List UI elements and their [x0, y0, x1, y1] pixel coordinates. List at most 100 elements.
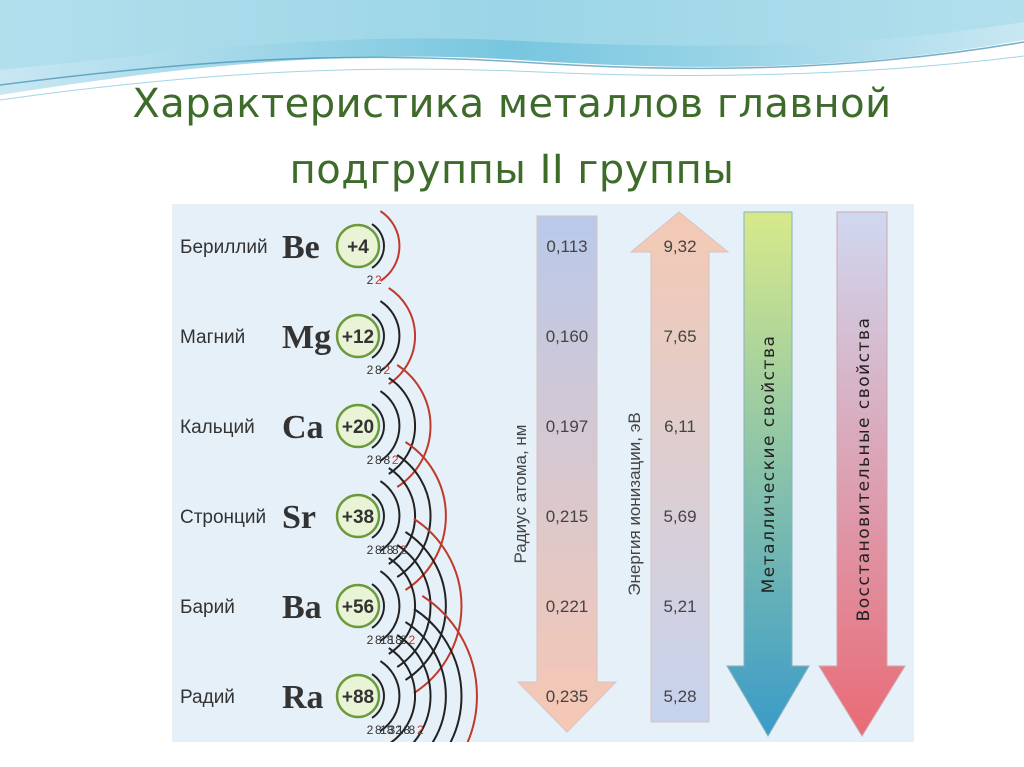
nucleus — [335, 403, 381, 449]
element-name: Кальций — [180, 417, 255, 438]
electron-shell — [379, 300, 401, 372]
element-name: Бериллий — [180, 237, 268, 258]
element-symbol: Mg — [282, 319, 331, 356]
ionization-energy-value: 5,21 — [663, 597, 696, 616]
electron-count: 8 — [375, 543, 382, 557]
ionization-energy-value: 5,69 — [663, 507, 696, 526]
reducing-properties-label: Восстановительные свойства — [854, 317, 874, 622]
ionization-energy-value: 7,65 — [663, 327, 696, 346]
element-name: Стронций — [180, 507, 266, 528]
electron-count: 18 — [397, 723, 411, 737]
atomic-radius-label: Радиус атома, нм — [511, 425, 530, 564]
nuclear-charge: +56 — [342, 597, 374, 618]
atomic-radius-value: 0,160 — [546, 327, 589, 346]
reducing-properties-arrow: Восстановительные свойства — [818, 211, 906, 737]
electron-count: 8 — [409, 723, 416, 737]
electron-count: 8 — [375, 453, 382, 467]
electron-shell — [371, 493, 385, 539]
electron-shell — [404, 531, 447, 681]
nuclear-charge: +12 — [342, 327, 374, 348]
value-columns: 0,113 9,32 0,160 7,65 0,197 6,11 0,215 5,69 0,22… — [546, 237, 697, 706]
nucleus — [335, 313, 381, 359]
electron-shell — [396, 544, 432, 668]
electron-shell — [404, 621, 447, 742]
electron-count: 2 — [409, 633, 416, 647]
electron-shell — [379, 660, 401, 732]
electron-shell — [371, 673, 385, 719]
electron-shell — [396, 634, 432, 742]
metallic-properties-label: Металлические свойства — [759, 335, 779, 594]
electron-shell — [371, 313, 385, 359]
electron-shell — [388, 377, 416, 475]
electron-shell — [379, 480, 401, 552]
electron-count: 32 — [389, 723, 403, 737]
electron-shell — [371, 223, 385, 269]
electron-shell — [371, 403, 385, 449]
outer-electron-shell — [379, 210, 401, 282]
atomic-radius-value: 0,197 — [546, 417, 589, 436]
element-symbol: Sr — [282, 499, 316, 536]
electron-shell — [388, 467, 416, 565]
outer-electron-shell — [396, 364, 432, 488]
outer-electron-shell — [388, 287, 416, 385]
element-symbol: Ba — [282, 589, 322, 626]
electron-count: 8 — [392, 543, 399, 557]
electron-shell — [388, 647, 416, 742]
element-name: Радий — [180, 687, 235, 708]
atomic-radius-value: 0,235 — [546, 687, 589, 706]
element-symbol: Ca — [282, 409, 324, 446]
electron-count: 2 — [367, 633, 374, 647]
electron-count: 18 — [380, 543, 394, 557]
electron-count: 2 — [367, 543, 374, 557]
ionization-energy-value: 5,28 — [663, 687, 696, 706]
ionization-energy-value: 9,32 — [663, 237, 696, 256]
nucleus — [335, 673, 381, 719]
electron-shell — [371, 583, 385, 629]
electron-count: 8 — [375, 723, 382, 737]
electron-count: 2 — [367, 273, 374, 287]
outer-electron-shell — [421, 595, 478, 742]
nuclear-charge: +38 — [342, 507, 374, 528]
ionization-energy-label: Энергия ионизации, эВ — [625, 412, 644, 595]
atomic-radius-value: 0,113 — [546, 237, 587, 256]
electron-count: 8 — [375, 633, 382, 647]
outer-electron-shell — [404, 441, 447, 591]
element-name: Магний — [180, 327, 245, 348]
slide-title-line-1: Характеристика металлов главной — [132, 81, 892, 127]
electron-count: 2 — [392, 453, 399, 467]
nucleus — [335, 493, 381, 539]
electron-count: 2 — [383, 363, 390, 377]
electron-shell — [413, 608, 463, 742]
nucleus — [335, 583, 381, 629]
electron-count: 8 — [375, 363, 382, 377]
electron-shell — [379, 570, 401, 642]
metallic-properties-arrow: Металлические свойства — [726, 211, 810, 737]
nuclear-charge: +88 — [342, 687, 374, 708]
element-name: Барий — [180, 597, 235, 618]
ionization-energy-value: 6,11 — [664, 417, 696, 436]
element-symbol: Ra — [282, 679, 324, 716]
electron-count: 18 — [380, 723, 394, 737]
electron-count: 8 — [383, 453, 390, 467]
electron-shell — [388, 557, 416, 655]
electron-count: 2 — [367, 453, 374, 467]
atomic-radius-value: 0,221 — [546, 597, 589, 616]
slide-title-line-2: подгруппы II группы — [289, 147, 735, 193]
atomic-radius-value: 0,215 — [546, 507, 589, 526]
nuclear-charge: +20 — [342, 417, 374, 438]
electron-count: 2 — [375, 273, 382, 287]
nucleus — [335, 223, 381, 269]
nuclear-charge: +4 — [347, 237, 369, 258]
atomic-radius-arrow: Радиус атома, нм — [511, 215, 618, 733]
electron-count: 18 — [380, 633, 394, 647]
electron-shell — [379, 390, 401, 462]
electron-count: 2 — [417, 723, 424, 737]
